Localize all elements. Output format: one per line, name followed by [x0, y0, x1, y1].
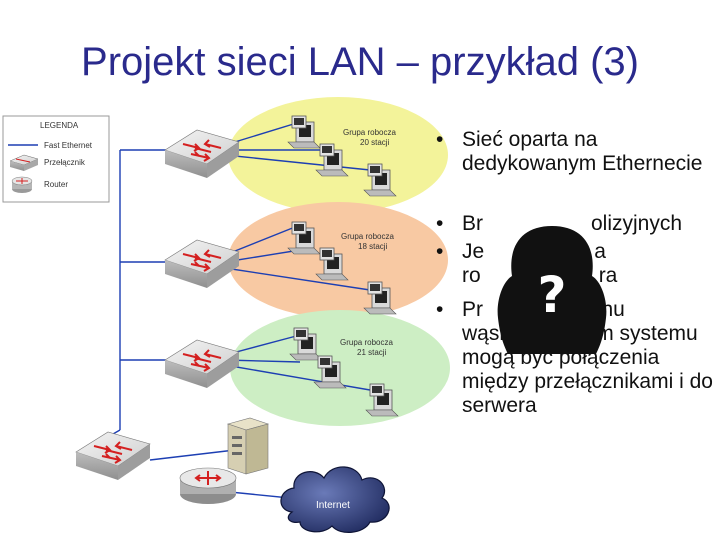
legend-item-label: Przełącznik — [44, 158, 86, 167]
legend-router-icon — [11, 176, 33, 193]
group-label: Grupa robocza — [341, 232, 394, 241]
switch-icon — [164, 129, 240, 178]
group-label: Grupa robocza — [340, 338, 393, 347]
group-label: 18 stacji — [358, 242, 388, 251]
slide-title: Projekt sieci LAN – przykład (3) — [81, 40, 639, 84]
group-label: 20 stacji — [360, 138, 390, 147]
group-label: Grupa robocza — [343, 128, 396, 137]
legend-box: LEGENDA Fast Ethernet Przełącznik Router — [2, 115, 110, 203]
question-silhouette-icon: ? — [494, 222, 610, 354]
switch-icon — [75, 431, 151, 480]
bullet-item: Sieć oparta na dedykowanym Ethernecie — [432, 128, 720, 206]
legend-item-label: Router — [44, 180, 68, 189]
question-mark: ? — [537, 266, 566, 324]
legend-heading: LEGENDA — [40, 121, 79, 130]
server-icon — [226, 417, 270, 475]
switch-icon — [164, 339, 240, 388]
router-icon — [179, 467, 237, 504]
legend-item-label: Fast Ethernet — [44, 141, 93, 150]
switch-icon — [164, 239, 240, 288]
internet-cloud-icon — [280, 466, 390, 533]
legend-switch-icon — [9, 154, 39, 171]
internet-label: Internet — [316, 500, 350, 511]
group-label: 21 stacji — [357, 348, 387, 357]
